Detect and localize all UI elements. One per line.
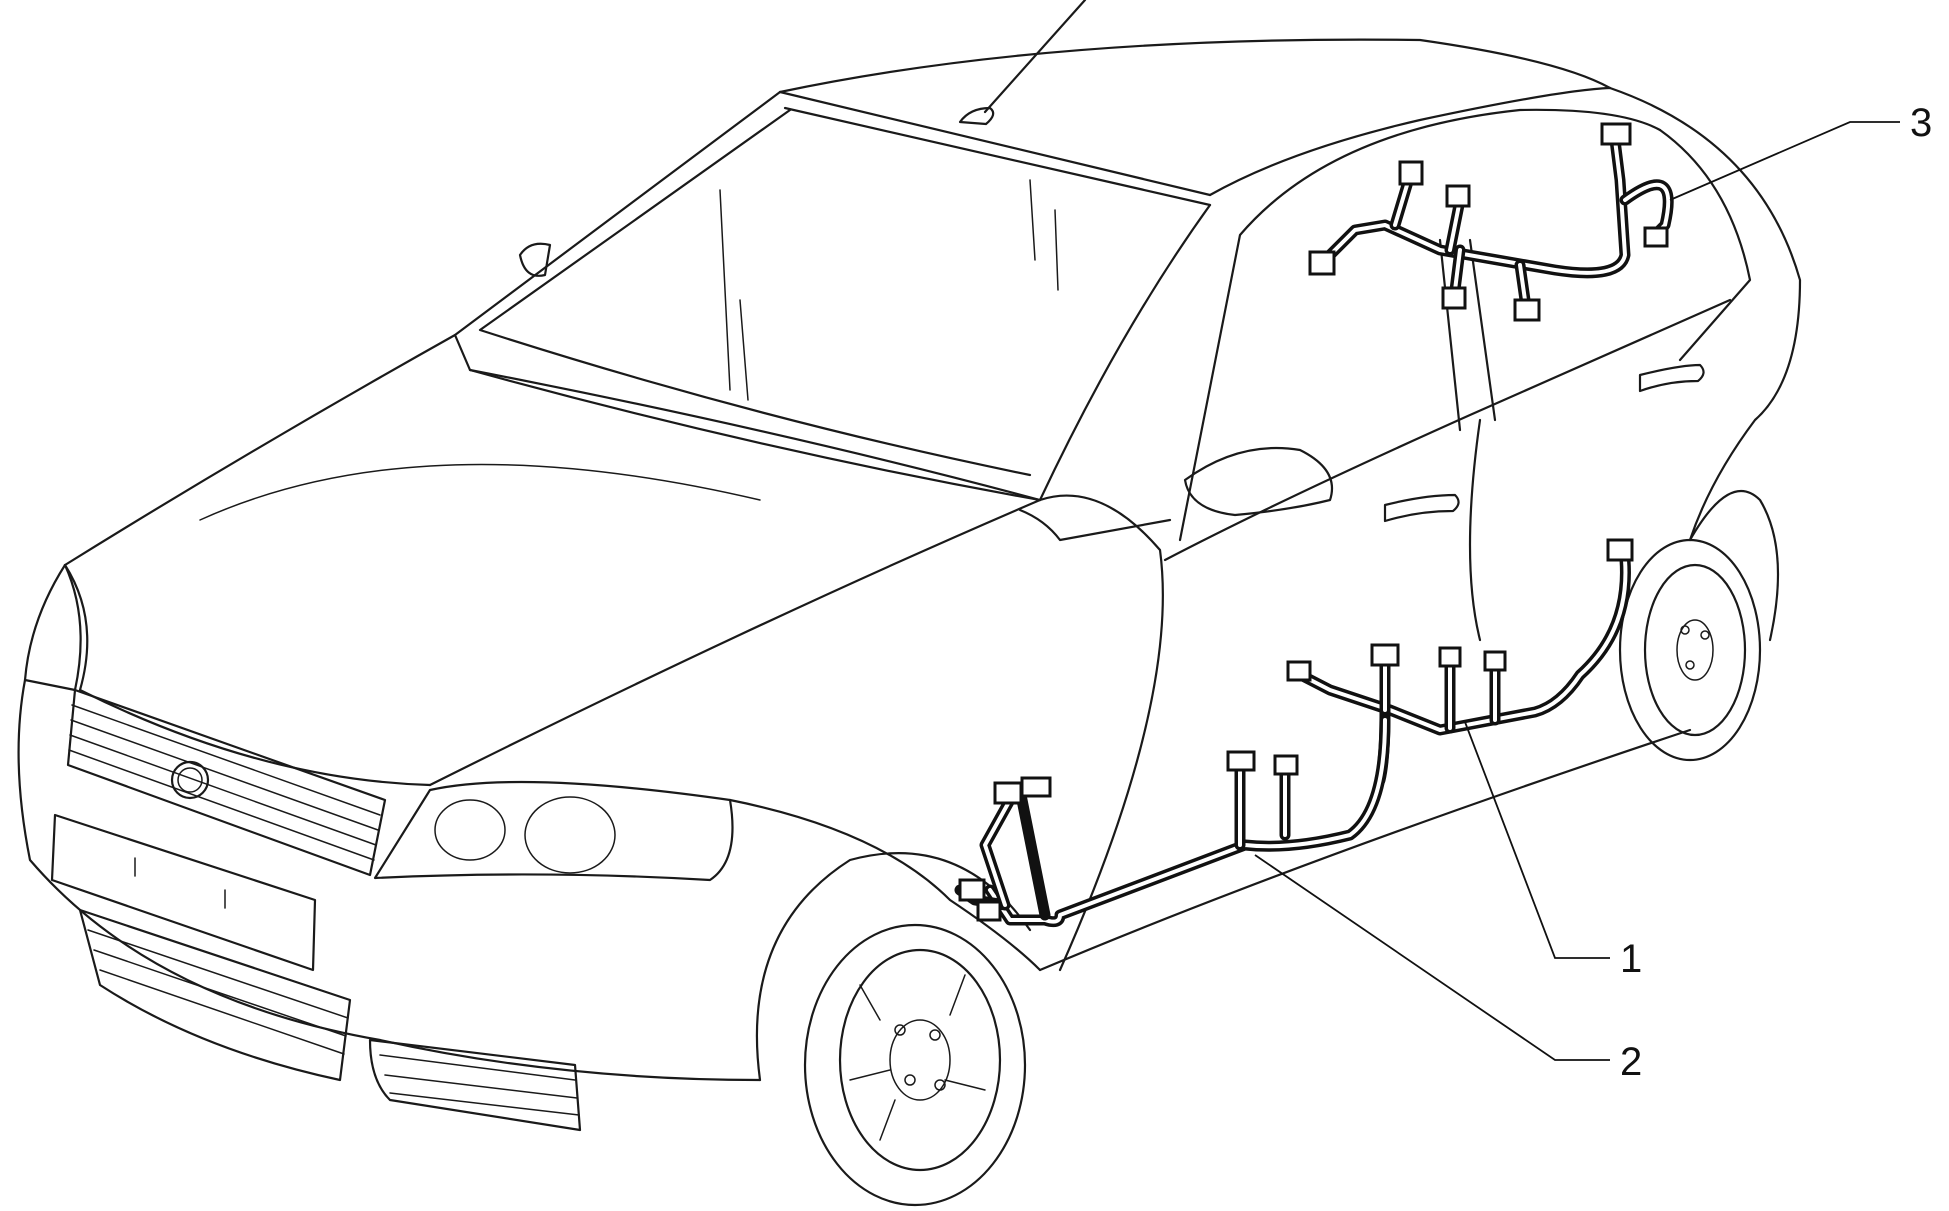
connector — [1600, 122, 1632, 146]
leader-line-3 — [1669, 121, 1900, 201]
grille — [66, 688, 387, 877]
harness-2 — [954, 714, 1391, 928]
leader-line-2 — [1254, 854, 1610, 1061]
connector — [1513, 298, 1541, 322]
rear-quarter — [1608, 86, 1802, 542]
beltline — [1163, 298, 1732, 562]
windshield-reflection-1 — [719, 189, 731, 391]
hood-front-left — [63, 563, 89, 692]
front-wheel-arch — [755, 852, 1032, 1082]
front-bumper-outline — [17, 678, 762, 1082]
fog-light — [368, 1038, 582, 1132]
harness-1 — [1286, 538, 1634, 786]
callout-label-1: 1 — [1620, 937, 1642, 981]
windshield-bottom — [453, 90, 1042, 502]
callout-label-3: 3 — [1910, 101, 1932, 145]
side-mirror — [1183, 446, 1334, 517]
headlight-lens-2 — [524, 796, 616, 874]
b-pillar-front — [1438, 238, 1462, 432]
connector — [958, 878, 986, 902]
front-wheel — [803, 923, 1027, 1207]
door-gap — [1468, 418, 1482, 642]
antenna — [983, 0, 1087, 114]
connector — [976, 900, 1002, 922]
rear-door-handle — [1638, 363, 1705, 393]
connector — [1441, 286, 1467, 310]
lower-grille-bars — [87, 929, 349, 1055]
a-pillar — [1038, 203, 1212, 502]
leader-line-1 — [1464, 721, 1610, 959]
car-body — [17, 0, 1802, 1207]
roof-inner-line — [783, 106, 1212, 207]
windshield-reflection-3 — [1029, 179, 1036, 261]
fender-line — [728, 798, 1042, 972]
badge-logo — [170, 760, 210, 800]
window-frame-top — [1178, 108, 1662, 542]
connector — [1438, 646, 1462, 668]
antenna-base — [958, 106, 995, 126]
callout-label-2: 2 — [1620, 1040, 1642, 1084]
harness-3 — [1308, 122, 1674, 322]
headlight-right — [373, 780, 734, 882]
connector — [1226, 750, 1256, 772]
rear-wheel — [1618, 538, 1762, 762]
hood-front-edge — [428, 368, 1042, 787]
plate-mounts — [134, 857, 226, 909]
front-door-edge — [1038, 494, 1164, 972]
grille-bars — [68, 704, 381, 861]
connector — [993, 781, 1023, 805]
window-sill-left — [1018, 508, 1172, 542]
rear-wheel-arch — [1688, 489, 1780, 642]
connector — [1445, 184, 1471, 208]
callout-1: 1 — [1464, 721, 1642, 981]
headlight-lens-1 — [434, 799, 506, 861]
rocker-panel — [1038, 728, 1692, 972]
fog-light-bars — [379, 1054, 580, 1116]
callout-2: 2 — [1254, 854, 1642, 1084]
roof-windshield-top — [778, 90, 1212, 197]
license-plate — [50, 813, 317, 972]
hood-left-edge — [63, 333, 457, 567]
front-door-handle — [1383, 493, 1460, 523]
windshield-inner — [478, 108, 1032, 477]
hood-grille-line — [78, 688, 432, 787]
b-pillar-rear — [1468, 238, 1497, 422]
connector — [1643, 226, 1669, 248]
callout-3: 3 — [1669, 101, 1932, 201]
connector — [1286, 660, 1312, 682]
lower-grille — [78, 908, 352, 1082]
connector — [1483, 650, 1507, 672]
roof-side-line — [1208, 86, 1612, 197]
hood-crease — [199, 463, 761, 521]
roof-top-edge — [778, 38, 1612, 94]
headlight-left — [23, 563, 82, 692]
connector — [1273, 754, 1299, 776]
windshield-reflection-2 — [739, 299, 749, 401]
mirror-left — [518, 242, 552, 277]
connector — [1308, 250, 1336, 276]
connector — [1398, 160, 1424, 186]
connector — [1020, 776, 1052, 798]
connector — [1606, 538, 1634, 562]
connector — [1370, 643, 1400, 667]
windshield-reflection-4 — [1054, 209, 1059, 291]
rear-window-edge — [1658, 128, 1752, 362]
